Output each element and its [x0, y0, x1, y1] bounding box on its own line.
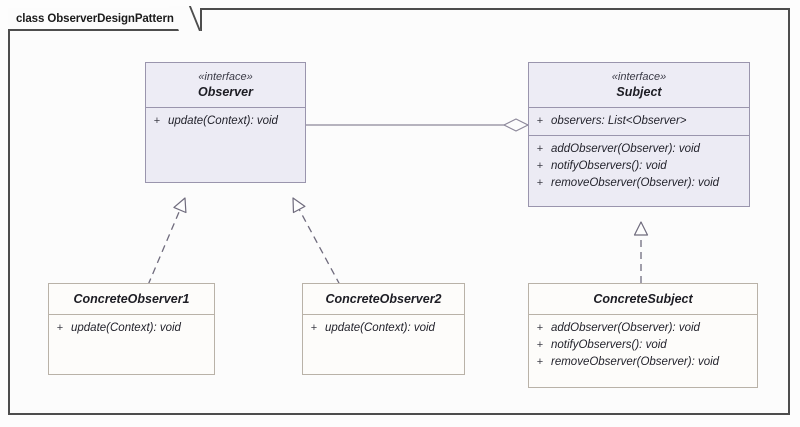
subject-header: «interface» Subject [529, 63, 749, 107]
concretesubject-class-name: ConcreteSubject [593, 292, 693, 306]
visibility-marker: + [310, 322, 318, 334]
operation-signature: addObserver(Observer): void [551, 143, 700, 155]
concreteobserver2-header: ConcreteObserver2 [303, 284, 464, 314]
visibility-marker: + [536, 160, 544, 172]
concretesubject-operations-compartment: + addObserver(Observer): void + notifyOb… [529, 314, 757, 376]
concreteobserver1-class-name: ConcreteObserver1 [73, 292, 190, 306]
observer-operation: + update(Context): void [146, 113, 301, 130]
operation-signature: notifyObservers(): void [551, 160, 667, 172]
visibility-marker: + [536, 143, 544, 155]
operation-signature: update(Context): void [168, 115, 278, 127]
visibility-marker: + [536, 339, 544, 351]
observer-stereotype: «interface» [198, 71, 253, 83]
observer-header: «interface» Observer [146, 63, 305, 107]
class-box-concretesubject[interactable]: ConcreteSubject + addObserver(Observer):… [528, 283, 758, 388]
class-box-observer[interactable]: «interface» Observer + update(Context): … [145, 62, 306, 183]
operation-signature: update(Context): void [71, 322, 181, 334]
concretesubject-operation: + removeObserver(Observer): void [529, 354, 753, 371]
observer-class-name: Observer [198, 85, 253, 99]
visibility-marker: + [536, 322, 544, 334]
concreteobserver1-header: ConcreteObserver1 [49, 284, 214, 314]
operation-signature: update(Context): void [325, 322, 435, 334]
subject-operation: + notifyObservers(): void [529, 158, 745, 175]
concretesubject-header: ConcreteSubject [529, 284, 757, 314]
operation-signature: notifyObservers(): void [551, 339, 667, 351]
visibility-marker: + [153, 115, 161, 127]
concreteobserver2-operations-compartment: + update(Context): void [303, 314, 464, 342]
subject-stereotype: «interface» [611, 71, 667, 83]
concretesubject-operation: + notifyObservers(): void [529, 337, 753, 354]
concretesubject-operation: + addObserver(Observer): void [529, 320, 753, 337]
concreteobserver1-operation: + update(Context): void [49, 320, 210, 337]
observer-operations-compartment: + update(Context): void [146, 107, 305, 135]
visibility-marker: + [56, 322, 64, 334]
class-box-concreteobserver1[interactable]: ConcreteObserver1 + update(Context): voi… [48, 283, 215, 375]
subject-attributes-compartment: + observers: List<Observer> [529, 107, 749, 135]
visibility-marker: + [536, 177, 544, 189]
concreteobserver1-operations-compartment: + update(Context): void [49, 314, 214, 342]
diagram-frame-tab: class ObserverDesignPattern [8, 6, 202, 31]
class-box-concreteobserver2[interactable]: ConcreteObserver2 + update(Context): voi… [302, 283, 465, 375]
operation-signature: addObserver(Observer): void [551, 322, 700, 334]
operation-signature: removeObserver(Observer): void [551, 177, 720, 189]
subject-operation: + removeObserver(Observer): void [529, 175, 745, 192]
attribute-signature: observers: List<Observer> [551, 115, 687, 127]
operation-signature: removeObserver(Observer): void [551, 356, 720, 368]
concreteobserver2-class-name: ConcreteObserver2 [325, 292, 442, 306]
subject-operations-compartment: + addObserver(Observer): void + notifyOb… [529, 135, 749, 197]
diagram-frame-label: class ObserverDesignPattern [16, 12, 174, 25]
visibility-marker: + [536, 115, 544, 127]
concreteobserver2-operation: + update(Context): void [303, 320, 460, 337]
subject-attribute: + observers: List<Observer> [529, 113, 745, 130]
subject-operation: + addObserver(Observer): void [529, 141, 745, 158]
class-box-subject[interactable]: «interface» Subject + observers: List<Ob… [528, 62, 750, 207]
visibility-marker: + [536, 356, 544, 368]
subject-class-name: Subject [616, 85, 662, 99]
